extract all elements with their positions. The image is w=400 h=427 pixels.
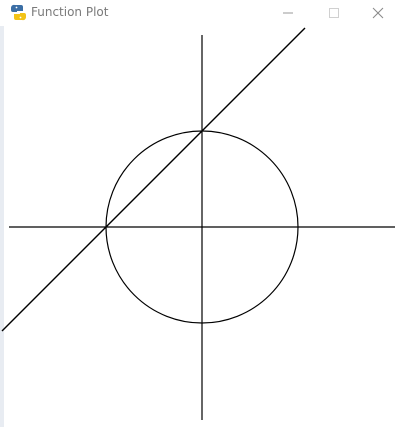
title-bar[interactable]: Function Plot — [0, 0, 400, 26]
desktop-edge — [0, 0, 4, 427]
linear-function-line — [1, 27, 306, 332]
python-icon — [10, 4, 27, 21]
maximize-button[interactable] — [311, 0, 357, 26]
close-button[interactable] — [355, 0, 400, 26]
minimize-icon — [283, 12, 293, 14]
maximize-icon — [329, 8, 339, 18]
window-title: Function Plot — [31, 5, 109, 19]
close-icon — [372, 7, 384, 19]
minimize-button[interactable] — [265, 0, 311, 26]
